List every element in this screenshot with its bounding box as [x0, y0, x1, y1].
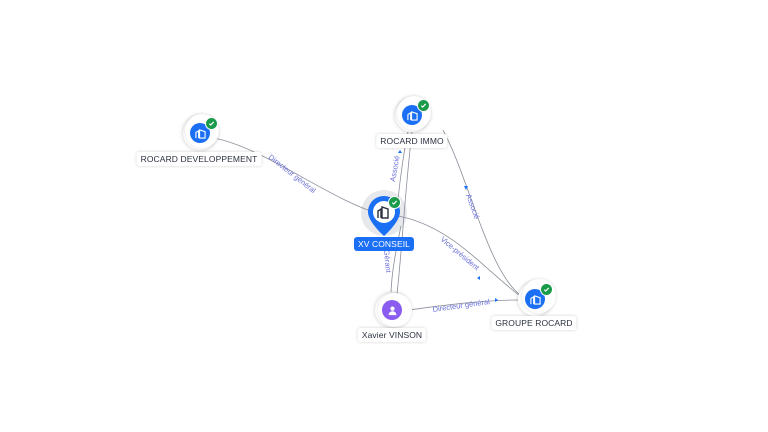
node-circle[interactable]	[395, 96, 431, 132]
edge-label-immo-groupe: Associé	[464, 193, 481, 221]
edge-label-xavier-xv: Gérant	[382, 249, 393, 274]
edge-xavier-groupe[interactable]	[407, 299, 519, 311]
node-label: GROUPE ROCARD	[491, 316, 577, 330]
edge-dev-xv[interactable]	[213, 137, 381, 215]
verified-check-icon	[417, 99, 430, 112]
node-circle[interactable]	[518, 279, 556, 316]
building-icon	[402, 105, 422, 125]
edge-label-dev-xv: Directeur général	[267, 152, 318, 195]
verified-check-icon	[388, 196, 401, 209]
edge-label-xv-immo: Associé	[388, 155, 401, 182]
edge-xavier-xv[interactable]	[390, 225, 402, 293]
edge-label-xv-groupe: Vice-président	[439, 235, 482, 273]
person-icon	[382, 300, 402, 320]
verified-check-icon	[540, 283, 553, 296]
arrow-head	[464, 186, 468, 190]
building-icon	[525, 289, 545, 309]
node-circle[interactable]	[183, 114, 219, 150]
edge-xavier-immo[interactable]	[396, 131, 413, 295]
node-label: ROCARD DEVELOPPEMENT	[136, 152, 262, 166]
node-label: ROCARD IMMO	[376, 134, 448, 148]
arrow-head	[477, 276, 480, 280]
node-label: XV CONSEIL	[353, 237, 415, 251]
edge-label-xavier-groupe: Directeur général	[432, 297, 491, 314]
verified-check-icon	[205, 117, 218, 130]
edge-immo-groupe[interactable]	[442, 129, 526, 299]
arrow-head	[495, 298, 498, 302]
node-label: Xavier VINSON	[357, 328, 427, 342]
building-icon	[190, 123, 210, 143]
arrow-head	[398, 150, 402, 153]
edge-xv-groupe[interactable]	[397, 215, 521, 297]
node-circle[interactable]	[375, 293, 412, 327]
